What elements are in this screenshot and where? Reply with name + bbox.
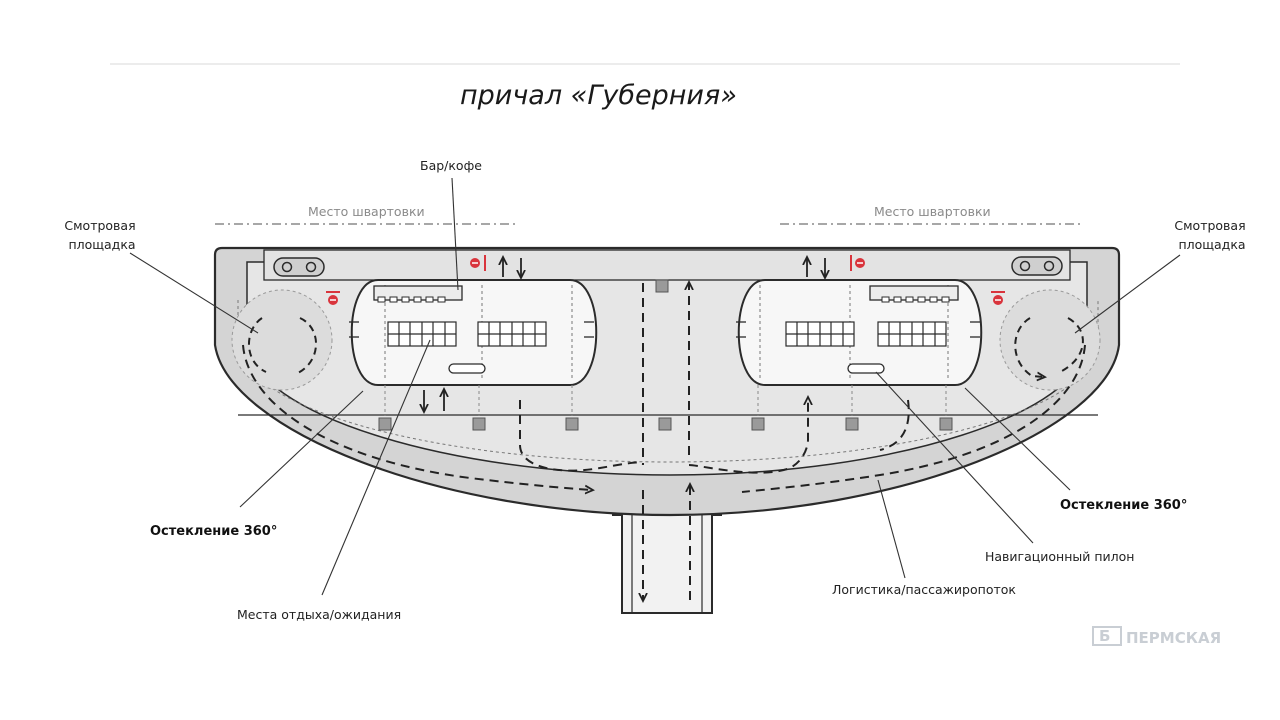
watermark-logo: Б ПЕРМСКАЯ <box>1092 626 1221 647</box>
pavilion-left <box>350 279 598 386</box>
seating-block-2 <box>477 321 547 347</box>
pavilion-right <box>737 279 983 386</box>
seating-block-1 <box>387 321 457 347</box>
passenger-flow-paths <box>242 283 1086 600</box>
page-title: причал «Губерния» <box>460 80 737 111</box>
viewing-platform-label-left: Смотровая площадка <box>64 218 139 252</box>
logistics-label: Логистика/пассажиропоток <box>832 582 1016 597</box>
nav-pylon-right <box>847 363 885 374</box>
no-entry-sign-icon <box>850 255 865 271</box>
viewing-left-line1: Смотровая <box>64 218 135 233</box>
bollard-left-icon <box>273 257 325 277</box>
nav-pylon-label: Навигационный пилон <box>985 549 1134 564</box>
nav-pylon-left <box>448 363 486 374</box>
pylon-posts <box>378 279 953 431</box>
door-markers <box>349 321 980 338</box>
glazing-label-left: Остекление 360° <box>150 524 277 539</box>
bar-coffee-label: Бар/кофе <box>420 158 482 173</box>
glazing-label-right: Остекление 360° <box>1060 498 1187 513</box>
viewing-right-line2: площадка <box>1178 237 1245 252</box>
no-entry-sign-icon <box>326 291 340 305</box>
mooring-label-left: Место швартовки <box>308 204 425 219</box>
mooring-label-right: Место швартовки <box>874 204 991 219</box>
no-entry-sign-icon <box>991 291 1005 305</box>
no-entry-sign-icon <box>470 255 486 271</box>
bollard-right-icon <box>1011 256 1063 276</box>
viewing-platform-left <box>231 289 333 391</box>
pylon-post-lines <box>384 385 947 416</box>
viewing-right-line1: Смотровая <box>1174 218 1245 233</box>
leader-lines <box>129 177 1181 596</box>
viewing-platform-label-right: Смотровая площадка <box>1174 218 1249 252</box>
seating-block-3 <box>785 321 855 347</box>
viewing-left-line2: площадка <box>68 237 135 252</box>
bar-stools-left <box>377 296 446 303</box>
bar-stools-right <box>881 296 950 303</box>
seating-label: Места отдыха/ожидания <box>237 607 401 622</box>
viewing-platform-right <box>999 289 1101 391</box>
svg-text:Б: Б <box>1099 627 1110 645</box>
watermark-text: ПЕРМСКАЯ <box>1126 629 1221 647</box>
seating-block-4 <box>877 321 947 347</box>
service-strip <box>263 249 1071 281</box>
inner-dashed-outline <box>237 300 1099 463</box>
entry-exit-arrows <box>424 258 825 411</box>
